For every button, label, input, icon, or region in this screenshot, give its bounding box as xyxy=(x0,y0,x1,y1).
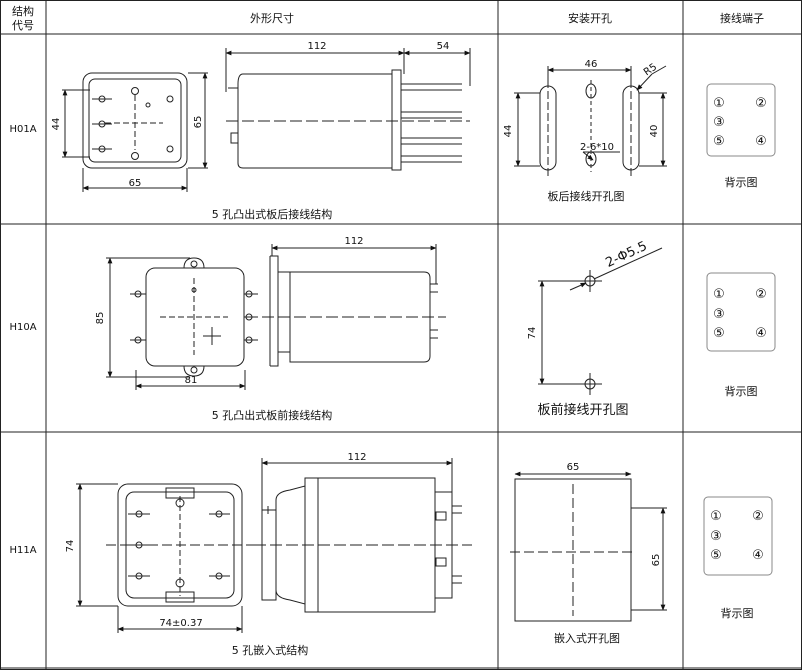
header-code-line2: 代号 xyxy=(12,19,34,32)
dim-left-height: 44 xyxy=(503,125,514,138)
terminal-label: ② xyxy=(755,96,767,111)
mounting-caption-h10a: 板前接线开孔图 xyxy=(537,402,628,418)
terminal-diagram-h11a: ① ② ③ ⑤ ④ 背示图 xyxy=(703,496,773,620)
header-outline: 外形尺寸 xyxy=(250,11,294,25)
row-code-h11a: H11A xyxy=(9,545,36,556)
terminal-label: ④ xyxy=(752,548,764,563)
outline-dims-h01a: 112 54 44 65 65 5 孔凸出式板后接线结构 xyxy=(51,41,449,221)
outline-drawing-h10a xyxy=(106,244,446,390)
row-code-h10a: H10A xyxy=(9,322,36,333)
terminal-label: ③ xyxy=(713,307,725,322)
terminal-plate xyxy=(706,83,776,157)
terminal-label: ③ xyxy=(710,529,722,544)
terminal-label: ② xyxy=(752,509,764,524)
header-code-line1: 结构 xyxy=(12,4,34,18)
mounting-caption-h11a: 嵌入式开孔图 xyxy=(554,632,620,645)
terminal-label: ③ xyxy=(713,115,725,130)
dim-extension: 54 xyxy=(437,41,450,52)
outline-caption-h01a: 5 孔凸出式板后接线结构 xyxy=(212,207,333,221)
terminal-label: ① xyxy=(713,287,725,302)
terminal-caption-h11a: 背示图 xyxy=(721,606,754,620)
terminal-label: ④ xyxy=(755,134,767,149)
table-header: 结构 代号 外形尺寸 安装开孔 接线端子 xyxy=(12,4,764,32)
mounting-drawing-h01a xyxy=(514,65,667,176)
terminal-caption-h01a: 背示图 xyxy=(725,175,758,189)
dim-height: 65 xyxy=(651,554,662,567)
mounting-dims-h10a: 2-Φ5.5 74 板前接线开孔图 xyxy=(527,239,650,418)
header-mounting: 安装开孔 xyxy=(568,11,612,25)
dim-length: 112 xyxy=(307,41,326,52)
terminal-diagram-h10a: ① ② ③ ⑤ ④ 背示图 xyxy=(706,272,776,398)
terminal-label: ② xyxy=(755,287,767,302)
outline-caption-h10a: 5 孔凸出式板前接线结构 xyxy=(212,408,333,422)
mounting-dims-h01a: 46 R5 44 40 2-6*10 板后接线开孔图 xyxy=(503,59,660,203)
dim-height: 74 xyxy=(527,327,538,340)
row-code-h01a: H01A xyxy=(9,124,36,135)
terminal-plate xyxy=(703,496,773,576)
dim-right-height: 40 xyxy=(649,125,660,138)
terminal-label: ⑤ xyxy=(713,326,725,341)
terminal-label: ④ xyxy=(755,326,767,341)
terminal-diagram-h01a: ① ② ③ ⑤ ④ 背示图 xyxy=(706,83,776,189)
header-terminals: 接线端子 xyxy=(720,11,764,25)
dim-width: 65 xyxy=(129,178,142,189)
dim-width: 46 xyxy=(585,59,598,70)
outline-drawing-h11a xyxy=(76,458,472,633)
dim-length: 112 xyxy=(344,236,363,247)
dim-length: 112 xyxy=(347,452,366,463)
terminal-plate xyxy=(706,272,776,352)
terminal-label: ⑤ xyxy=(713,134,725,149)
dim-height-left: 44 xyxy=(51,118,62,131)
outline-drawing-h01a xyxy=(62,48,471,192)
dim-holes: 2-Φ5.5 xyxy=(603,239,649,271)
terminal-label: ⑤ xyxy=(710,548,722,563)
terminal-caption-h10a: 背示图 xyxy=(725,384,758,398)
dim-width: 74±0.37 xyxy=(159,618,202,629)
mounting-caption-h01a: 板后接线开孔图 xyxy=(548,189,625,203)
outline-caption-h11a: 5 孔嵌入式结构 xyxy=(232,643,309,657)
dim-width: 65 xyxy=(567,462,580,473)
outline-dims-h11a: 112 74 74±0.37 5 孔嵌入式结构 xyxy=(65,452,367,657)
terminal-label: ① xyxy=(713,96,725,111)
mounting-drawing-h10a xyxy=(538,247,663,395)
outline-dims-h10a: 112 85 81 5 孔凸出式板前接线结构 xyxy=(95,236,364,422)
dim-width: 81 xyxy=(185,375,198,386)
dim-height-right: 65 xyxy=(193,116,204,129)
terminal-label: ① xyxy=(710,509,722,524)
dim-height: 74 xyxy=(65,540,76,553)
mounting-dims-h11a: 65 65 嵌入式开孔图 xyxy=(554,462,662,645)
dim-holes: 2-6*10 xyxy=(580,142,614,153)
mounting-drawing-h11a xyxy=(510,471,667,622)
dim-radius: R5 xyxy=(642,62,659,79)
dim-height: 85 xyxy=(95,312,106,325)
